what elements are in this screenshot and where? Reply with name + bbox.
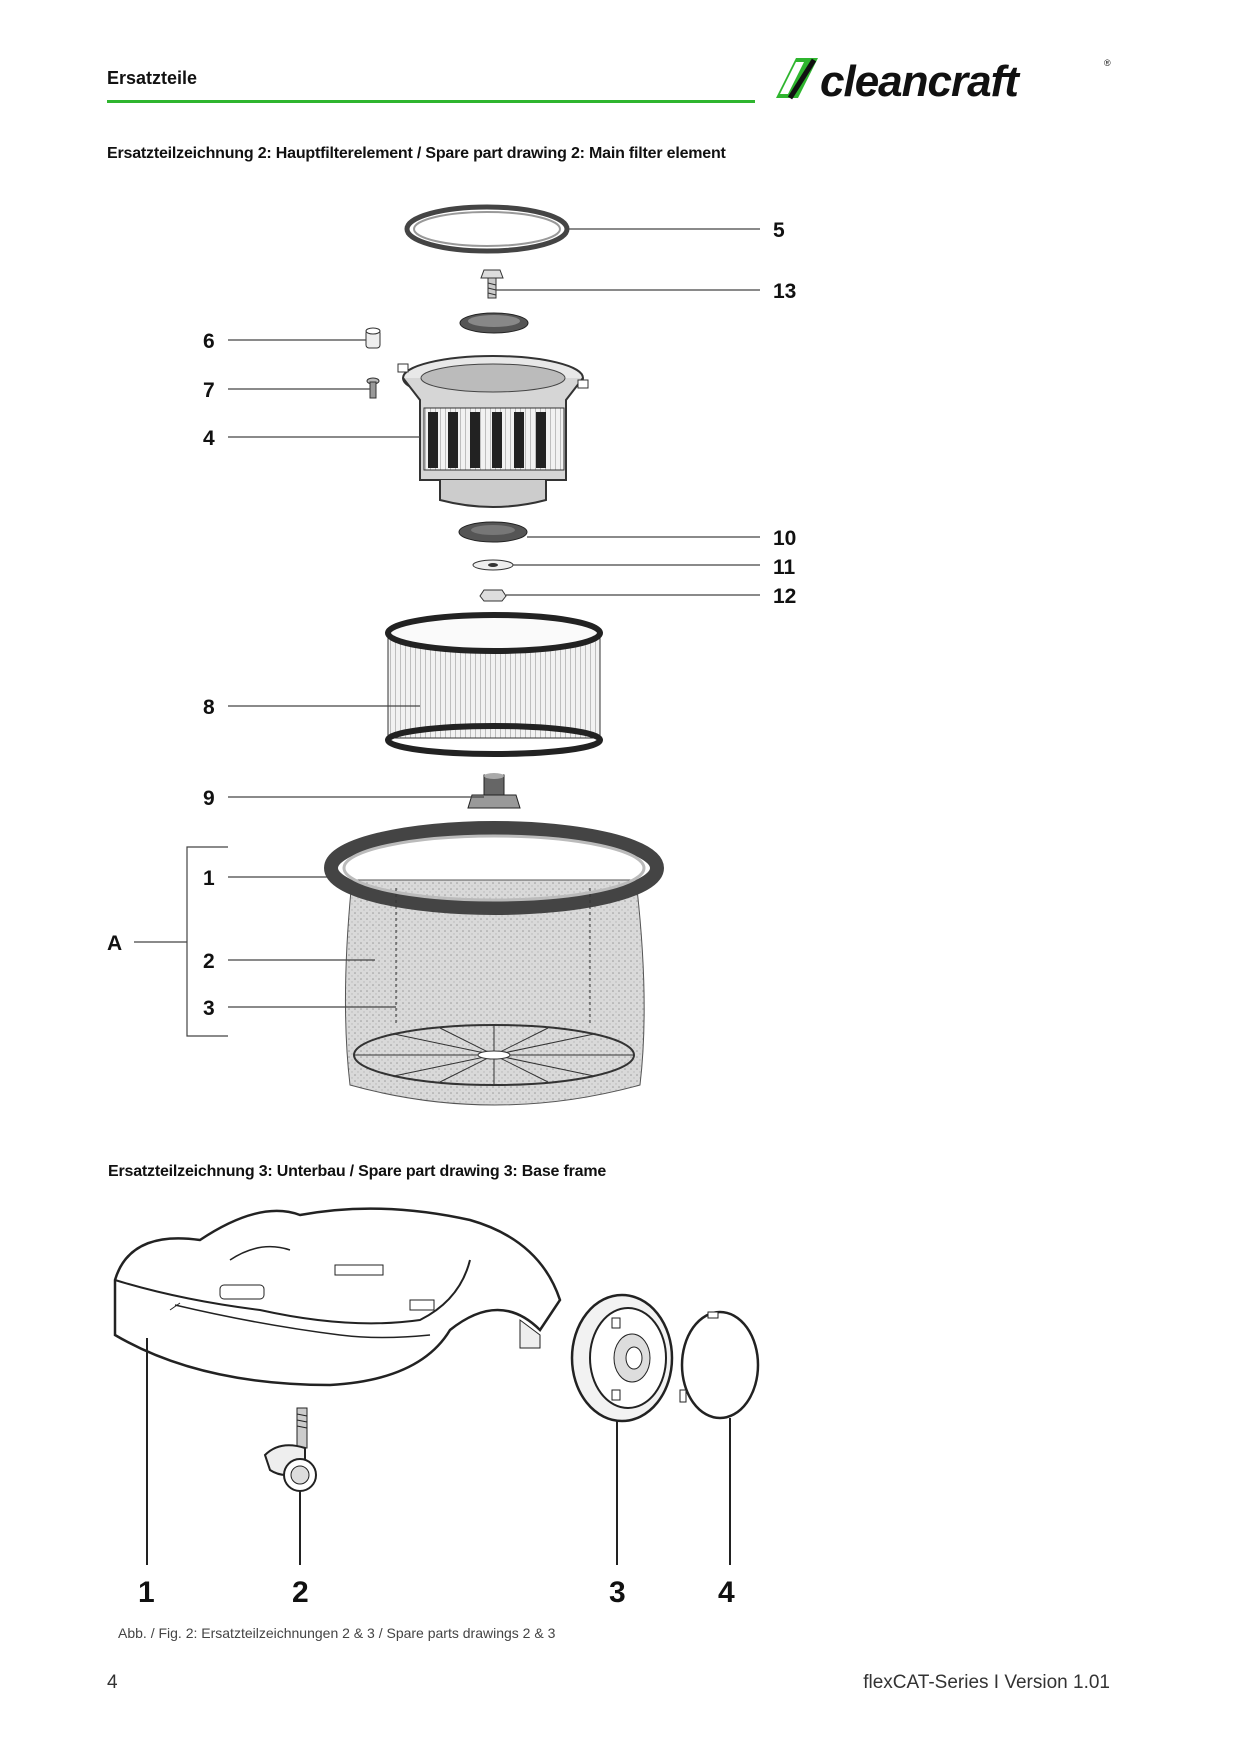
pleated-filter-part-8	[385, 612, 603, 757]
callout-8: 8	[203, 696, 215, 719]
top-disc	[459, 312, 529, 334]
logo-mark-icon	[776, 58, 818, 100]
hub-cap-part-4	[679, 1310, 760, 1420]
callout-6: 6	[203, 330, 215, 353]
callout-13: 13	[773, 280, 796, 303]
nut-part-12	[479, 589, 507, 602]
document-version: flexCAT-Series I Version 1.01	[863, 1672, 1110, 1693]
base-frame-part-1	[113, 1207, 562, 1387]
seal-ring-part-5	[404, 204, 570, 254]
callout-10: 10	[773, 527, 796, 550]
figure-caption: Abb. / Fig. 2: Ersatzteilzeichnungen 2 &…	[118, 1625, 556, 1641]
leader-lines-drawing-3	[146, 1338, 731, 1565]
callout-12: 12	[773, 585, 796, 608]
callout-A: A	[107, 932, 122, 955]
callout-1: 1	[203, 867, 215, 890]
base-callout-1: 1	[138, 1576, 155, 1609]
callout-11: 11	[773, 556, 796, 579]
base-callout-4: 4	[718, 1576, 735, 1609]
svg-text:®: ®	[1104, 58, 1111, 68]
callout-5: 5	[773, 219, 785, 242]
wheel-part-3	[570, 1293, 674, 1423]
section-title-main-filter: Ersatzteilzeichnung 2: Hauptfilterelemen…	[107, 145, 726, 162]
leader-lines-drawing-2	[134, 228, 760, 1037]
filter-housing-part-4	[397, 355, 589, 508]
header-divider	[107, 100, 755, 103]
callout-4: 4	[203, 427, 215, 450]
dust-bag-assembly	[324, 821, 664, 1106]
section-title-base-frame: Ersatzteilzeichnung 3: Unterbau / Spare …	[108, 1163, 607, 1180]
sleeve-part-6	[365, 327, 381, 349]
callout-2: 2	[203, 950, 215, 973]
base-callout-3: 3	[609, 1576, 626, 1609]
page-header-title: Ersatzteile	[107, 68, 198, 88]
page-number: 4	[107, 1672, 118, 1693]
cleancraft-logo: cleancraft ®	[776, 57, 1111, 106]
svg-text:cleancraft: cleancraft	[820, 57, 1021, 106]
washer-part-11	[472, 559, 514, 571]
caster-wheel-part-2	[263, 1407, 317, 1492]
adapter-part-9	[467, 773, 521, 809]
screw-part-13	[480, 269, 504, 299]
callout-7: 7	[203, 379, 215, 402]
base-callout-2: 2	[292, 1576, 309, 1609]
disc-part-10	[458, 521, 528, 543]
callout-3: 3	[203, 997, 215, 1020]
screw-part-7	[366, 377, 380, 399]
callout-9: 9	[203, 787, 215, 810]
